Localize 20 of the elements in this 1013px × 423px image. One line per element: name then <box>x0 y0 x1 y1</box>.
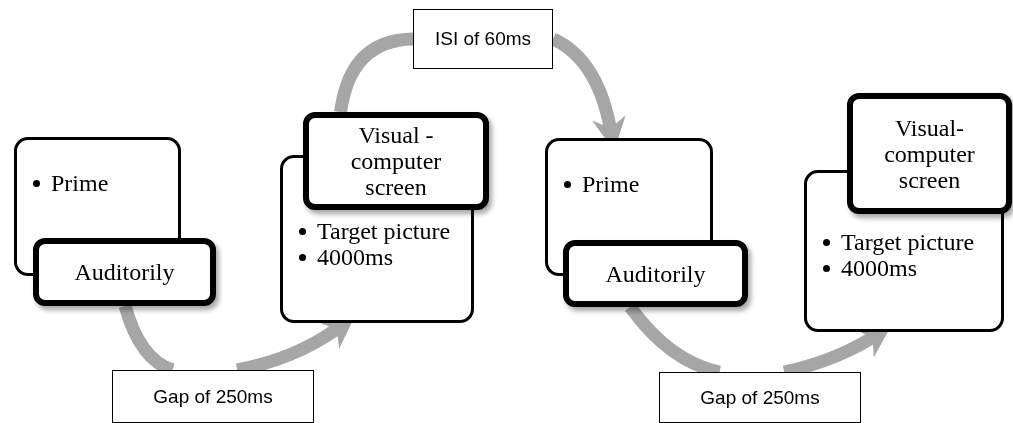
timing-label: Gap of 250ms <box>700 386 820 409</box>
timing-box <box>413 9 553 69</box>
tab-label: Visual- computer screen <box>883 114 976 193</box>
tabbed-card <box>545 138 748 307</box>
timing-label: ISI of 60ms <box>434 28 532 50</box>
tab-label: Auditorily <box>74 259 175 285</box>
bullet-text: Prime <box>582 171 640 197</box>
timing-label: Gap of 250ms <box>153 385 273 408</box>
bullet-text: 4000ms <box>841 255 917 281</box>
tabbed-card <box>804 93 1012 332</box>
tabbed-card <box>14 137 216 306</box>
bullet-text: Prime <box>51 170 109 196</box>
tabbed-card <box>280 112 489 323</box>
tab-label: Auditorily <box>605 260 706 287</box>
bullet-text: Target picture <box>841 229 975 255</box>
bullet-text: Target picture <box>317 218 451 244</box>
bullet-text: 4000ms <box>317 244 393 270</box>
timing-box <box>112 370 314 423</box>
tab-label: Visual - computer screen <box>349 122 443 200</box>
timing-box <box>659 372 861 423</box>
